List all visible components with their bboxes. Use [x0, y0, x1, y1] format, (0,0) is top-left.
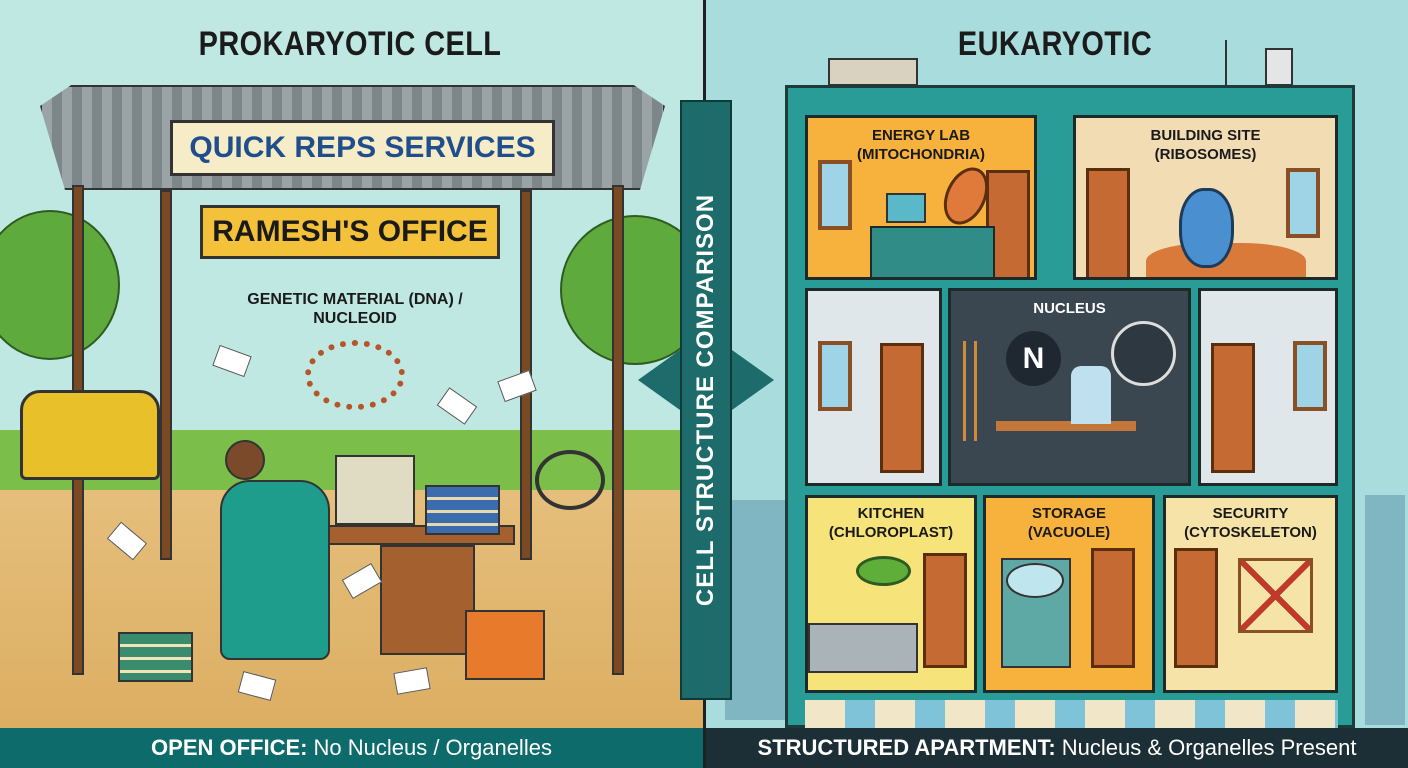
chromatin-icon — [1111, 321, 1176, 386]
room-sub: (CHLOROPLAST) — [828, 524, 954, 541]
footer-right: STRUCTURED APARTMENT:Nucleus & Organelle… — [706, 728, 1408, 768]
arrow-right-icon — [732, 350, 774, 410]
door — [1086, 168, 1130, 277]
window — [818, 341, 852, 411]
room-label: STORAGE (VACUOLE) — [986, 504, 1152, 542]
lower-floor — [805, 700, 1338, 728]
room-sub: (MITOCHONDRIA) — [856, 146, 986, 163]
woman-saree — [220, 480, 330, 660]
arrow-left-icon — [638, 350, 680, 410]
tree-left — [0, 210, 120, 360]
door — [880, 343, 924, 473]
banner-text: QUICK REPS SERVICES — [189, 131, 536, 164]
door — [923, 553, 967, 668]
book-stack — [118, 632, 193, 682]
room-nucleus: NUCLEUS N — [948, 288, 1191, 486]
room-label: SECURITY (CYTOSKELETON) — [1166, 504, 1335, 542]
room-name: SECURITY — [1212, 505, 1289, 522]
flying-paper — [341, 562, 383, 600]
lab-desk — [870, 226, 995, 277]
window — [1286, 168, 1320, 238]
room-sub: (RIBOSOMES) — [1154, 146, 1257, 163]
woman-head — [225, 440, 265, 480]
roof-box — [828, 58, 918, 86]
flying-paper — [237, 670, 277, 702]
footer-right-bold: STRUCTURED APARTMENT: — [757, 735, 1056, 760]
room-label: ENERGY LAB (MITOCHONDRIA) — [808, 126, 1034, 164]
eukaryotic-title: EUKARYOTIC — [957, 25, 1153, 63]
comparison-arrow — [680, 100, 732, 700]
room-energy-lab: ENERGY LAB (MITOCHONDRIA) — [805, 115, 1037, 280]
quick-reps-banner: QUICK REPS SERVICES — [170, 120, 555, 176]
prokaryotic-panel: PROKARYOTIC CELL QUICK REPS SERVICES RAM… — [0, 0, 710, 728]
room-name: KITCHEN — [857, 505, 925, 522]
room-hall-right — [1198, 288, 1338, 486]
door — [1091, 548, 1135, 668]
post — [612, 185, 624, 675]
bg-building — [1365, 495, 1405, 725]
cyclist — [535, 450, 605, 510]
room-security: SECURITY (CYTOSKELETON) — [1163, 495, 1338, 693]
prokaryotic-title: PROKARYOTIC CELL — [198, 25, 502, 63]
man-figure — [1071, 366, 1111, 424]
auto-rickshaw — [20, 390, 160, 480]
footer-left-bold: OPEN OFFICE: — [151, 735, 308, 760]
footer-left-text: No Nucleus / Organelles — [313, 735, 552, 760]
bg-building — [725, 500, 785, 720]
roof-ac — [1265, 48, 1293, 86]
flying-paper — [436, 387, 478, 425]
flying-paper — [393, 667, 431, 695]
room-name: ENERGY LAB — [871, 127, 971, 144]
room-kitchen: KITCHEN (CHLOROPLAST) — [805, 495, 977, 693]
room-hall-left — [805, 288, 942, 486]
window — [818, 160, 852, 230]
desk-drawer — [380, 545, 475, 655]
comparison-label: CELL STRUCTURE COMPARISON — [692, 193, 719, 607]
dna-label-line1: GENETIC MATERIAL (DNA) / — [247, 291, 463, 308]
ribosome-icon — [1179, 188, 1234, 268]
apartment-building: ENERGY LAB (MITOCHONDRIA) BUILDING SITE (R… — [785, 85, 1355, 728]
dna-label: GENETIC MATERIAL (DNA) / NUCLEOID — [230, 290, 480, 328]
room-sub: (CYTOSKELETON) — [1184, 524, 1317, 541]
dna-helix-icon — [963, 341, 977, 441]
flying-paper — [212, 344, 252, 378]
room-name: NUCLEUS — [1033, 300, 1106, 317]
room-name: BUILDING SITE — [1150, 127, 1261, 144]
ramesh-office-sign: RAMESH'S OFFICE — [200, 205, 500, 259]
footer-left: OPEN OFFICE:No Nucleus / Organelles — [0, 728, 703, 768]
room-label: BUILDING SITE (RIBOSOMES) — [1076, 126, 1335, 164]
flying-paper — [106, 521, 148, 561]
folders — [465, 610, 545, 680]
room-building-site: BUILDING SITE (RIBOSOMES) — [1073, 115, 1338, 280]
footer-right-text: Nucleus & Organelles Present — [1061, 735, 1357, 760]
room-name: STORAGE — [1032, 505, 1106, 522]
door — [986, 170, 1030, 277]
vacuole-icon — [1006, 563, 1064, 598]
binders — [425, 485, 500, 535]
cytoskeleton-icon — [1238, 558, 1313, 633]
room-label: KITCHEN (CHLOROPLAST) — [808, 504, 974, 542]
dna-tangle-icon — [305, 340, 405, 410]
computer-icon — [335, 455, 415, 525]
chloroplast-icon — [856, 556, 911, 586]
door — [1174, 548, 1218, 668]
antenna-icon — [1225, 40, 1227, 85]
room-storage: STORAGE (VACUOLE) — [983, 495, 1155, 693]
kitchen-counter — [808, 623, 918, 673]
dna-label-line2: NUCLEOID — [313, 310, 397, 327]
room-sub: (VACUOLE) — [1027, 524, 1111, 541]
monitor-icon — [886, 193, 926, 223]
desk — [996, 421, 1136, 431]
nucleus-badge: N — [1006, 331, 1061, 386]
window — [1293, 341, 1327, 411]
post — [160, 190, 172, 560]
sign-text: RAMESH'S OFFICE — [212, 215, 488, 248]
door — [1211, 343, 1255, 473]
